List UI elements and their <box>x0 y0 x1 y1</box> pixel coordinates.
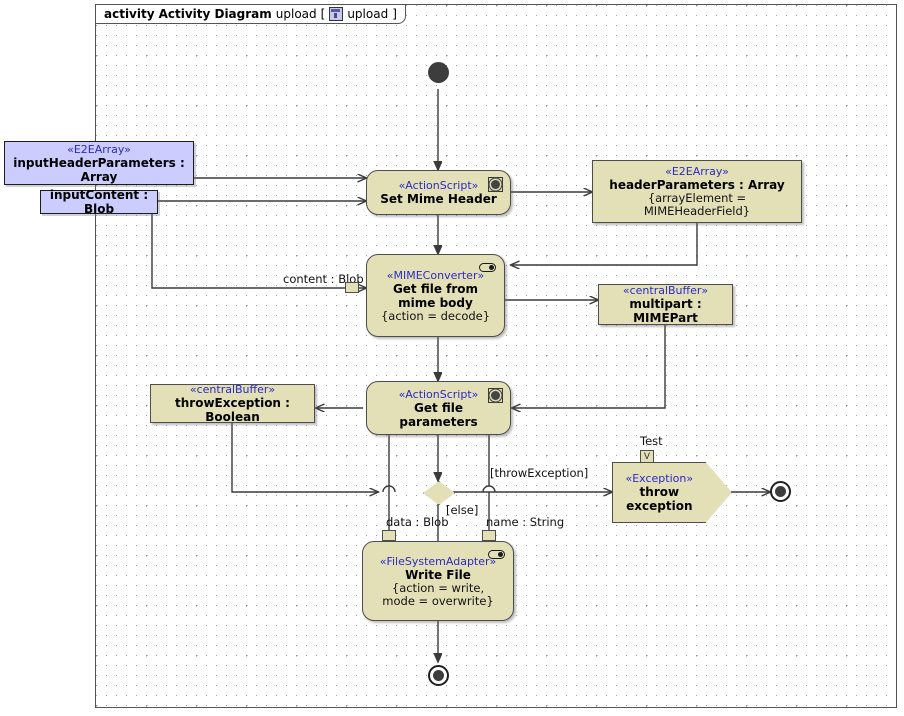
gear-icon <box>488 177 503 192</box>
object-node-properties: {arrayElement = MIMEHeaderField} <box>643 191 751 218</box>
frame-bracket-open: [ <box>320 7 326 21</box>
object-node-label: throwException : Boolean <box>175 396 290 424</box>
action-properties: {action = decode} <box>380 308 491 323</box>
stereotype-label: «E2EArray» <box>665 165 729 178</box>
action-label-line1: Get file from <box>392 281 479 296</box>
object-node-input-header-parameters[interactable]: «E2EArray» inputHeaderParameters : Array <box>4 141 194 185</box>
object-node-label: multipart : MIMEPart <box>629 297 702 325</box>
action-properties-line1: {action = write, <box>391 580 485 595</box>
diagram-title-tab: activity Activity Diagram upload [ uploa… <box>95 4 406 24</box>
guard-throw-exception: [throwException] <box>490 466 589 480</box>
action-label-line2: parameters <box>399 414 478 429</box>
stereotype-label: «centralBuffer» <box>622 284 709 297</box>
pin-label-test: Test <box>640 434 663 448</box>
activity-final-node[interactable] <box>428 665 449 686</box>
object-node-input-content[interactable]: inputContent : Blob <box>40 188 158 216</box>
action-label-line1: Get file <box>413 400 464 415</box>
action-properties-line2: mode = overwrite} <box>382 593 494 608</box>
gear-icon <box>488 388 503 403</box>
action-set-mime-header[interactable]: «ActionScript» Set Mime Header <box>366 170 511 215</box>
object-node-label: inputContent : Blob <box>49 188 149 216</box>
activity-final-node-exception[interactable] <box>770 481 791 502</box>
pill-icon <box>479 263 496 272</box>
stereotype-label: «FileSystemAdapter» <box>379 554 497 568</box>
action-write-file[interactable]: «FileSystemAdapter» Write File {action =… <box>362 541 514 621</box>
action-get-file-parameters[interactable]: «ActionScript» Get file parameters <box>366 381 511 435</box>
action-label: Set Mime Header <box>380 192 497 206</box>
object-node-label: headerParameters : Array <box>609 178 785 192</box>
pin-content-blob[interactable] <box>345 282 359 293</box>
pin-label-data-blob: data : Blob <box>386 515 449 529</box>
frame-keyword: activity <box>104 7 155 21</box>
pin-label-content-blob: content : Blob <box>283 272 364 286</box>
action-label: Write File <box>405 567 471 582</box>
action-throw-exception[interactable]: «Exception» throw exception <box>612 462 732 523</box>
action-label-line2: mime body <box>398 295 473 310</box>
pin-data-blob[interactable] <box>382 530 396 541</box>
pin-name-string[interactable] <box>482 530 496 541</box>
stereotype-label: «MIMEConverter» <box>386 268 485 282</box>
frame-bracket-label: upload <box>347 7 389 21</box>
action-label-line2: exception <box>626 499 693 513</box>
pill-icon <box>488 550 505 559</box>
diagram-frame <box>95 4 897 708</box>
pin-test-glyph: V <box>643 451 651 462</box>
stereotype-label: «ActionScript» <box>398 179 479 192</box>
stereotype-label: «E2EArray» <box>67 142 131 156</box>
pin-label-name-string: name : String <box>486 515 565 529</box>
object-node-header-parameters[interactable]: «E2EArray» headerParameters : Array {arr… <box>592 160 802 223</box>
action-label-line1: throw <box>639 485 680 499</box>
object-node-throw-exception-buffer[interactable]: «centralBuffer» throwException : Boolean <box>150 383 315 424</box>
frame-bracket-close: ] <box>392 7 397 21</box>
frame-type-name: Activity Diagram <box>158 7 272 21</box>
initial-node[interactable] <box>428 62 449 83</box>
object-node-label: inputHeaderParameters : Array <box>13 155 185 184</box>
pin-test[interactable]: V <box>640 450 654 463</box>
frame-name: upload <box>275 7 317 21</box>
guard-else: [else] <box>446 503 479 517</box>
stereotype-label: «ActionScript» <box>398 387 479 401</box>
stereotype-label: «centralBuffer» <box>189 383 276 396</box>
activity-diagram-icon <box>329 7 344 21</box>
action-get-file-from-mime-body[interactable]: «MIMEConverter» Get file from mime body … <box>366 254 505 337</box>
object-node-multipart[interactable]: «centralBuffer» multipart : MIMEPart <box>598 284 733 325</box>
stereotype-label: «Exception» <box>625 472 694 485</box>
